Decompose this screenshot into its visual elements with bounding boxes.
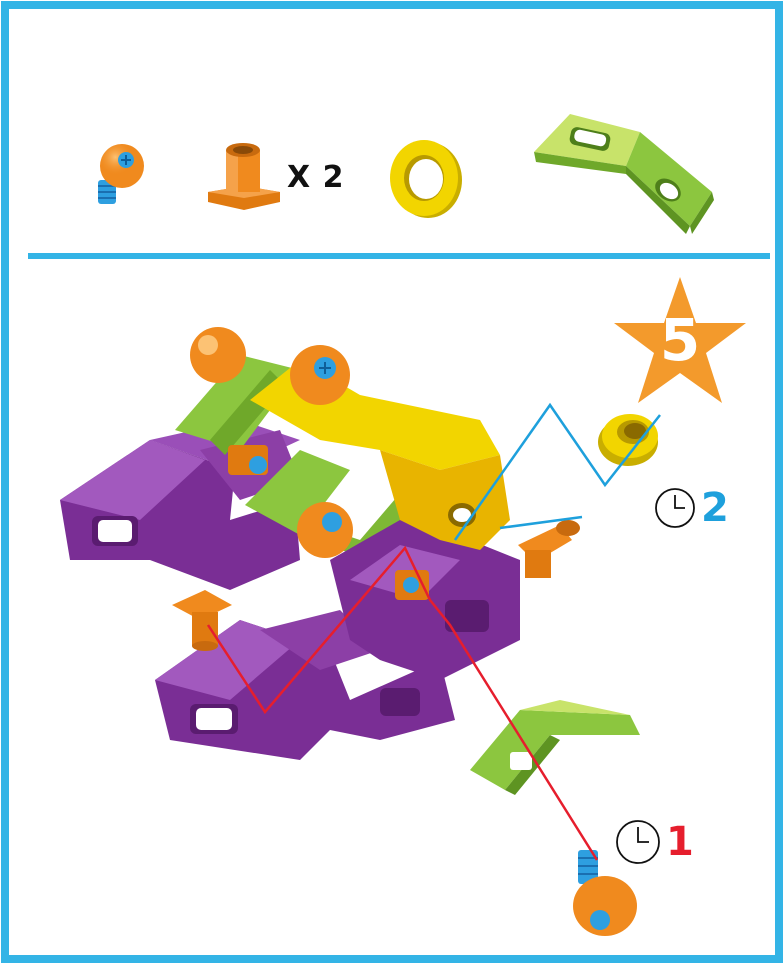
green-angle-bracket-icon [534,114,714,234]
screw-head-small [249,456,267,474]
red-assembly-path [206,545,599,861]
order-marker-2: 2 [653,486,729,530]
loose-screw [573,850,637,936]
star-icon [614,277,746,403]
loose-green-bracket [470,700,640,795]
parts-list: X 2 [0,0,784,256]
assembled-screw-top-left [190,327,246,383]
order-marker-1: 1 [614,818,694,868]
screw-head-small [403,577,419,593]
loose-washer [598,414,658,466]
blue-assembly-path-secondary [499,515,583,530]
spacer-quantity: X 2 [287,160,345,195]
clock-icon [655,488,695,528]
step-badge: 5 [610,275,750,410]
screw-icon [98,144,144,204]
spacer-icon [208,143,280,210]
blue-assembly-path [453,402,661,541]
assembled-screw-middle [297,502,353,558]
assembly-diagram [60,327,661,936]
loose-spacer-right [518,520,580,578]
purple-cube-frame [330,520,520,680]
lower-purple-bracket [155,610,455,760]
assembled-screw-top [290,345,350,405]
order-number: 1 [666,819,694,865]
loose-spacer-left [172,590,232,651]
washer-icon [390,140,462,218]
step-number: 5 [659,306,701,374]
order-number: 2 [701,485,729,531]
clock-icon [616,820,660,864]
